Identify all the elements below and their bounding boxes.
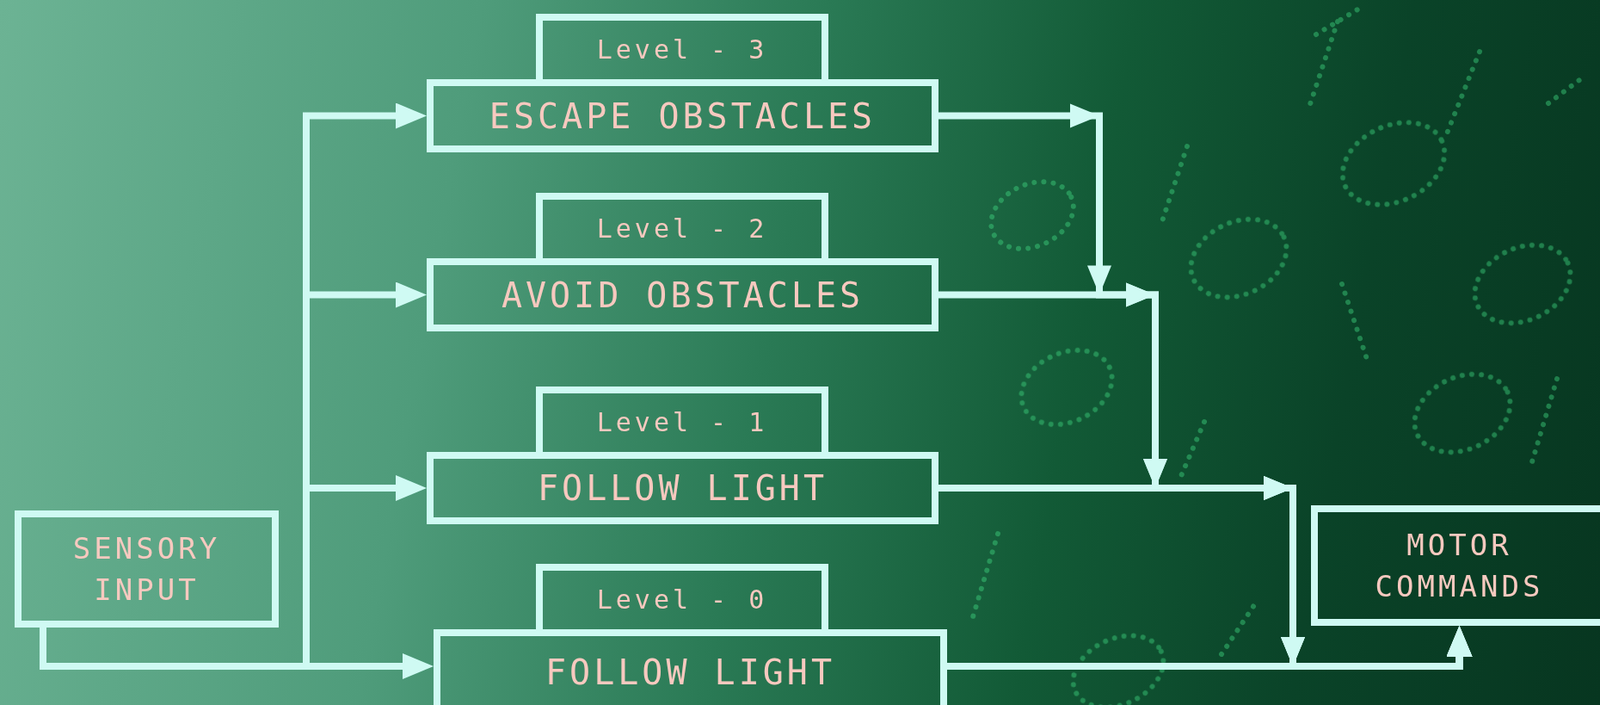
connector-arrow <box>43 295 410 667</box>
node-label: AVOID OBSTACLES <box>501 274 864 316</box>
node-label: FOLLOW LIGHT <box>545 651 836 693</box>
input-box: SENSORY INPUT <box>14 510 279 628</box>
behavior-box: AVOID OBSTACLES <box>426 258 939 332</box>
merge-arrowhead <box>1263 475 1293 500</box>
merge-arrowhead <box>1263 475 1293 500</box>
merge-arrowhead <box>1070 104 1100 129</box>
merge-arrowhead <box>1280 636 1305 666</box>
level-tab: Level - 2 <box>535 192 829 265</box>
connector-arrow <box>947 642 1460 666</box>
node-label: Level - 0 <box>596 584 769 616</box>
node-label: Level - 1 <box>596 406 769 438</box>
node-label: Level - 3 <box>596 34 769 66</box>
behavior-box: FOLLOW LIGHT <box>433 628 948 705</box>
merge-arrowhead <box>1087 265 1112 296</box>
merge-arrowhead <box>1143 458 1168 488</box>
connector-arrow <box>43 627 417 666</box>
connector-arrow <box>938 295 1460 667</box>
node-label: MOTOR COMMANDS <box>1329 523 1589 607</box>
node-label: Level - 2 <box>596 213 769 245</box>
node-label: FOLLOW LIGHT <box>537 467 828 509</box>
level-tab: Level - 0 <box>535 563 829 636</box>
merge-arrowhead <box>1280 636 1305 666</box>
merge-arrowhead <box>1280 636 1305 666</box>
node-label: SENSORY INPUT <box>33 527 260 610</box>
behavior-box: FOLLOW LIGHT <box>426 451 939 524</box>
merge-arrowhead <box>1263 475 1293 500</box>
merge-arrowhead <box>1126 283 1156 308</box>
merge-arrowhead <box>1143 458 1168 488</box>
node-label: ESCAPE OBSTACLES <box>489 95 876 137</box>
level-tab: Level - 1 <box>535 386 829 459</box>
merge-arrowhead <box>1126 283 1156 308</box>
behavior-box: ESCAPE OBSTACLES <box>426 79 939 153</box>
output-box: MOTOR COMMANDS <box>1310 504 1600 626</box>
level-tab: Level - 3 <box>535 13 829 87</box>
